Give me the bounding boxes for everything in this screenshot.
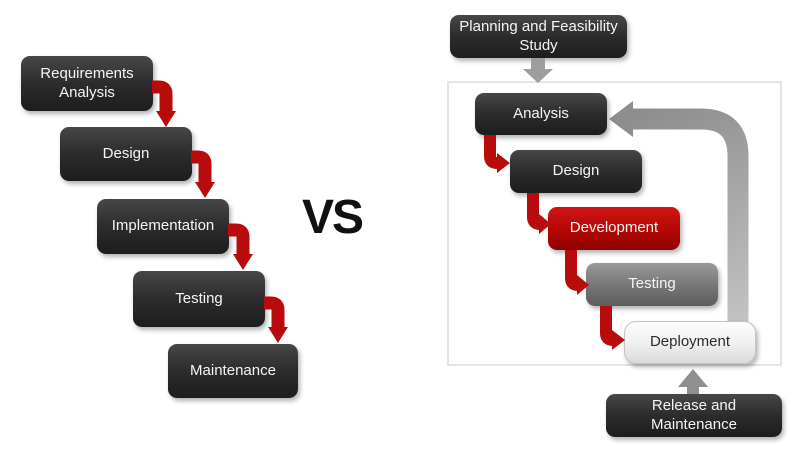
connector-testing-to-maintenance xyxy=(264,296,288,343)
right-arrowhead-icon xyxy=(539,214,551,234)
planning-to-analysis-arrow-icon xyxy=(523,58,553,83)
down-arrowhead-icon xyxy=(156,111,176,127)
connector-design-to-implementation xyxy=(191,150,215,198)
iterative-pre-step-planning: Planning and Feasibility Study xyxy=(450,15,627,58)
iterative-step-testing: Testing xyxy=(586,263,718,306)
waterfall-step-design: Design xyxy=(60,127,192,181)
waterfall-step-implementation: Implementation xyxy=(97,199,229,254)
down-arrowhead-icon xyxy=(233,254,253,270)
right-arrowhead-icon xyxy=(612,330,625,350)
connector-development-to-testing xyxy=(565,250,589,295)
connector-analysis-to-design xyxy=(484,135,510,173)
iterative-step-analysis: Analysis xyxy=(475,93,607,135)
release-to-deployment-arrow-icon xyxy=(678,369,708,394)
down-arrowhead-icon xyxy=(195,182,215,198)
down-arrowhead-icon xyxy=(268,327,288,343)
connector-testing-to-deployment xyxy=(600,306,625,350)
iterative-step-design: Design xyxy=(510,150,642,193)
waterfall-step-requirements-analysis: Requirements Analysis xyxy=(21,56,153,111)
connector-implementation-to-testing xyxy=(228,223,253,270)
iterative-post-step-release: Release and Maintenance xyxy=(606,394,782,437)
deployment-to-analysis-feedback-arrow xyxy=(609,101,749,342)
waterfall-step-testing: Testing xyxy=(133,271,265,327)
iterative-step-development: Development xyxy=(548,207,680,250)
iterative-step-deployment: Deployment xyxy=(624,321,756,364)
waterfall-step-maintenance: Maintenance xyxy=(168,344,298,398)
connector-design-to-development xyxy=(527,193,551,234)
feedback-arrowhead-icon xyxy=(609,101,633,137)
right-arrowhead-icon xyxy=(497,153,510,173)
vs-label: VS xyxy=(301,191,364,244)
right-arrowhead-icon xyxy=(577,275,589,295)
connector-requirements-to-design xyxy=(152,80,176,127)
